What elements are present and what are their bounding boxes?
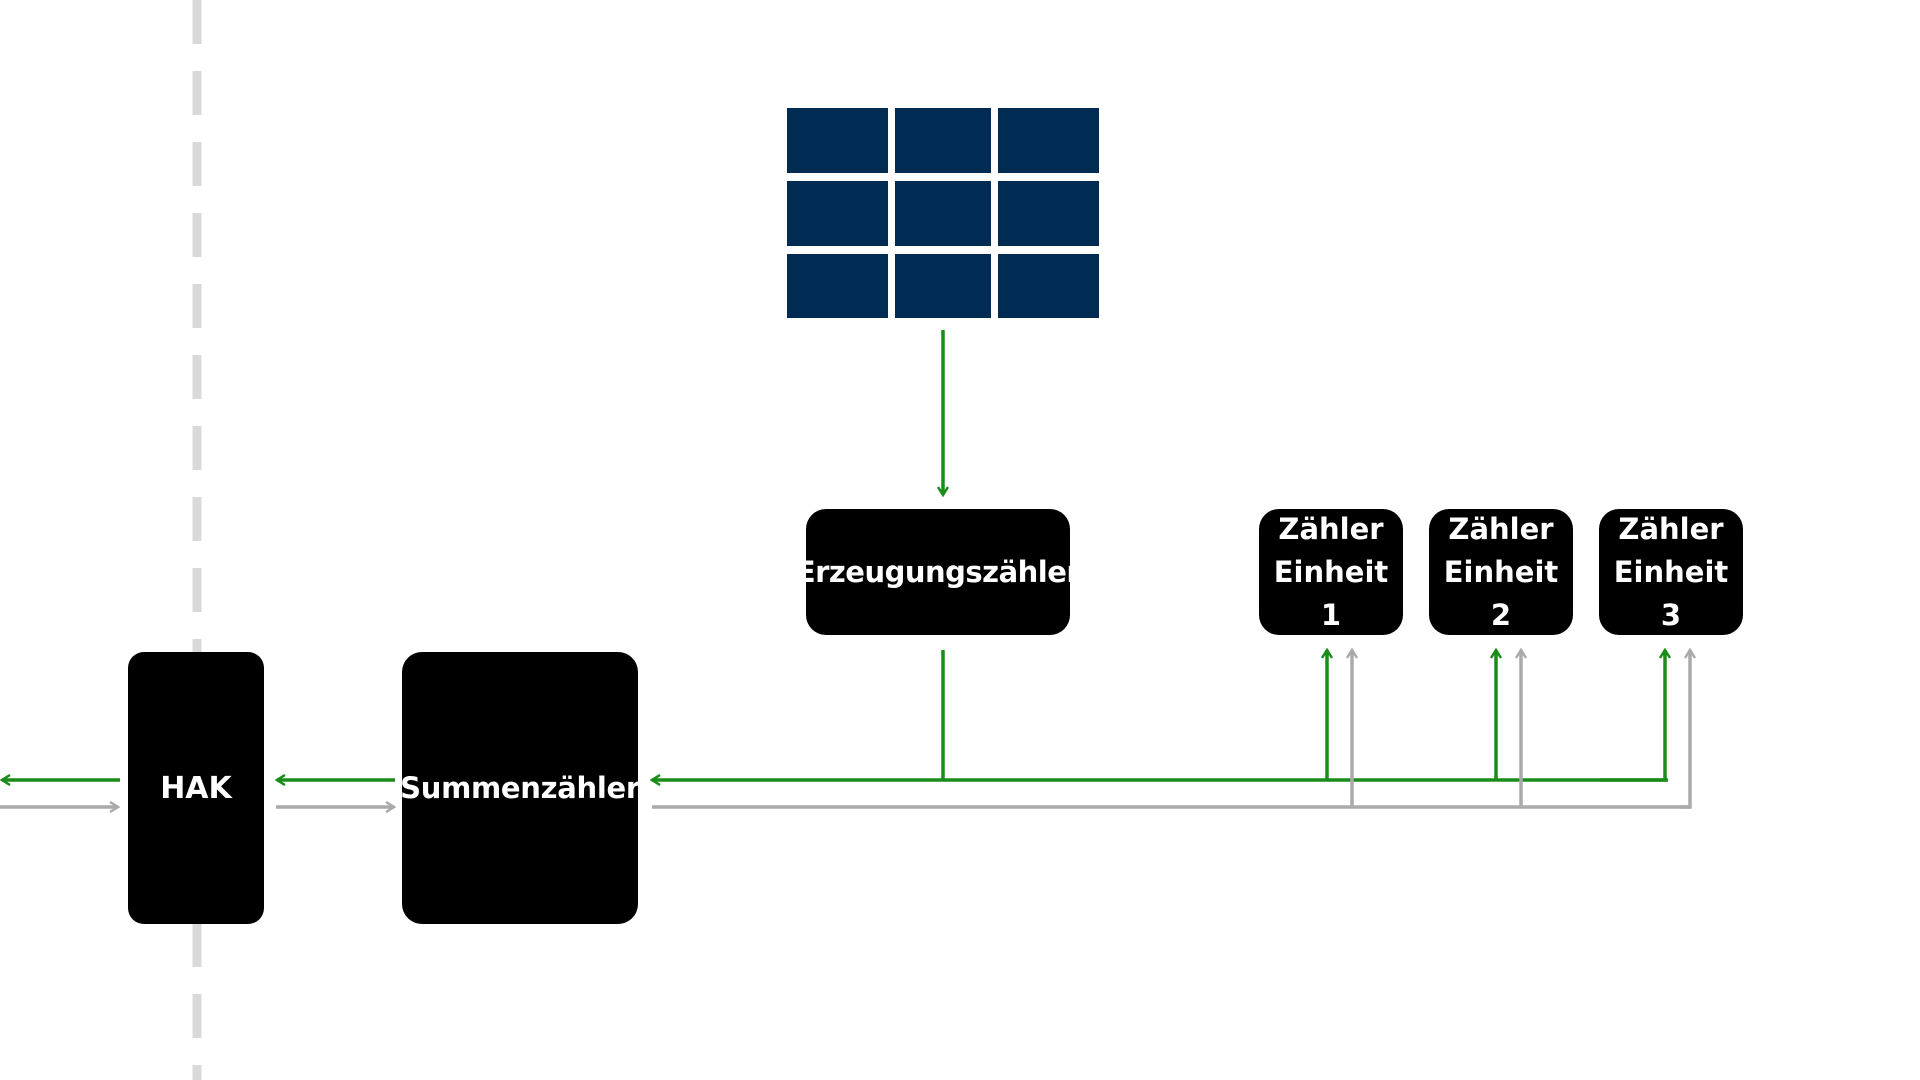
unit-meter-2-box: Zähler Einheit 2 <box>1429 509 1573 635</box>
summenzaehler-box: Summenzähler <box>400 652 640 924</box>
unit-meter-1-box: Zähler Einheit 1 <box>1259 509 1403 635</box>
unit-meter-2-label-line1: Zähler <box>1448 511 1554 546</box>
hak-box: HAK <box>128 652 264 924</box>
summenzaehler-label: Summenzähler <box>400 771 640 805</box>
generation-to-unit3-arrow <box>1600 650 1665 782</box>
unit-meter-3-label-line2: Einheit 3 <box>1613 554 1729 632</box>
grid-to-unit3-arrow <box>1680 650 1690 809</box>
hak-label: HAK <box>160 770 232 806</box>
unit-meter-3-box: Zähler Einheit 3 <box>1599 509 1743 635</box>
unit-meter-3-label-line1: Zähler <box>1618 511 1724 546</box>
unit-meter-2-label-line2: Einheit 2 <box>1443 554 1559 632</box>
erzeugungszaehler-box: Erzeugungszähler <box>796 509 1081 635</box>
erzeugungszaehler-label: Erzeugungszähler <box>795 555 1081 589</box>
unit-meter-1-label-line1: Zähler <box>1278 511 1384 546</box>
solar-panel-icon <box>787 108 1099 318</box>
unit-meter-1-label-line2: Einheit 1 <box>1273 554 1389 632</box>
